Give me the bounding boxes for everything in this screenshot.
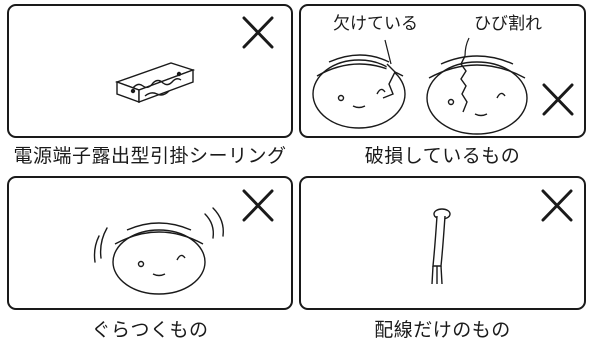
- caption-wiring-only: 配線だけのもの: [374, 319, 511, 341]
- x-mark-icon: [242, 16, 274, 49]
- wobbly-illustration: [93, 189, 274, 295]
- detector-icon: [112, 222, 206, 295]
- detector-icon: [426, 37, 528, 135]
- panel-wiring-only: [299, 176, 586, 310]
- x-mark-icon: [541, 189, 573, 222]
- detector-icon: [312, 39, 406, 129]
- caption-damaged: 破損しているもの: [364, 145, 521, 167]
- damaged-illustration: [312, 37, 574, 135]
- callout-cracked: ひび割れ: [474, 14, 542, 34]
- caption-exposed-terminal: 電源端子露出型引掛シーリング: [13, 145, 287, 167]
- panel-exposed-terminal: [7, 4, 293, 138]
- wire-icon: [431, 208, 451, 285]
- panel-damaged: 欠けている ひび割れ: [299, 4, 586, 138]
- exposed-terminal-illustration: [114, 16, 274, 104]
- callout-chipped: 欠けている: [333, 14, 418, 34]
- wobble-lines: [93, 207, 224, 263]
- caption-wobbly: ぐらつくもの: [91, 319, 209, 341]
- panel-wobbly: [7, 176, 293, 310]
- x-mark-icon: [242, 189, 274, 222]
- x-mark-icon: [542, 83, 574, 116]
- ceiling-terminal-icon: [114, 62, 196, 104]
- wiring-only-illustration: [431, 189, 573, 285]
